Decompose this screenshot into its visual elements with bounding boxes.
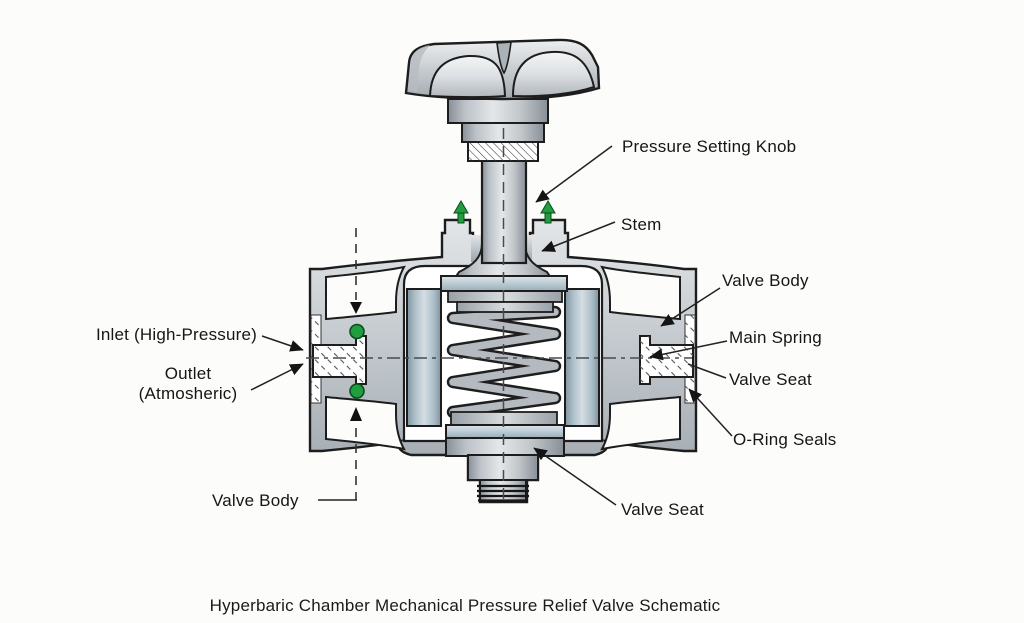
spring-plate-bottom [445,424,565,439]
inlet-port-hatch [313,336,366,384]
label-valve-seat-bottom: Valve Seat [621,500,704,519]
centerlines [306,128,692,505]
vent-arrow-right-icon [540,200,556,224]
knob-collar-upper [447,98,549,124]
yoke-window-lower-right [600,395,681,451]
label-outlet-line1: Outlet [165,364,212,383]
diagram-caption: Hyperbaric Chamber Mechanical Pressure R… [210,596,721,615]
leader-valve-seat-bottom [533,447,617,506]
leader-inlet [261,335,304,352]
leader-stem [541,221,616,252]
stem-shaft [480,158,528,265]
o-ring-upper [349,323,365,340]
knob-lobe-left [428,54,507,99]
label-main-spring: Main Spring [729,328,822,347]
knob-lobe-right [511,50,596,98]
yoke-window-upper-left [325,265,406,321]
leader-lines [250,145,733,506]
flanges-and-ports [310,314,696,404]
yoke-window-upper-right [600,265,681,321]
vent-arrows [453,200,556,224]
up-flow-arrow-icon [350,407,362,421]
leader-valve-body-right [660,287,721,327]
label-inlet: Inlet (High-Pressure) [96,325,257,344]
down-flow-arrow-icon [350,302,362,314]
leader-valve-seat-right [687,363,727,379]
label-o-ring-seals: O-Ring Seals [733,430,837,449]
labels: Pressure Setting Knob Stem Valve Body Ma… [96,137,837,615]
label-valve-seat-right: Valve Seat [729,370,812,389]
o-ring-lower [349,383,365,399]
label-outlet-line2: (Atmosheric) [139,384,238,403]
label-valve-body-left: Valve Body [212,491,299,510]
leader-o-ring-seals [688,388,733,437]
label-valve-body-right: Valve Body [722,271,809,290]
knob-left-face-shade [408,45,430,92]
valve-seat-block [445,437,565,457]
label-pressure-setting-knob: Pressure Setting Knob [622,137,796,156]
leader-outlet [250,363,304,391]
leader-pressure-setting-knob [535,145,613,203]
spring-washer-top-step [456,301,554,313]
knob-center-dip [496,41,512,75]
yoke-window-lower-left [325,395,406,451]
label-stem: Stem [621,215,661,234]
vent-arrow-left-icon [453,200,469,224]
stem-knob-assembly [404,38,601,265]
leader-main-spring [649,340,728,361]
outlet-port-hatch [640,336,693,384]
